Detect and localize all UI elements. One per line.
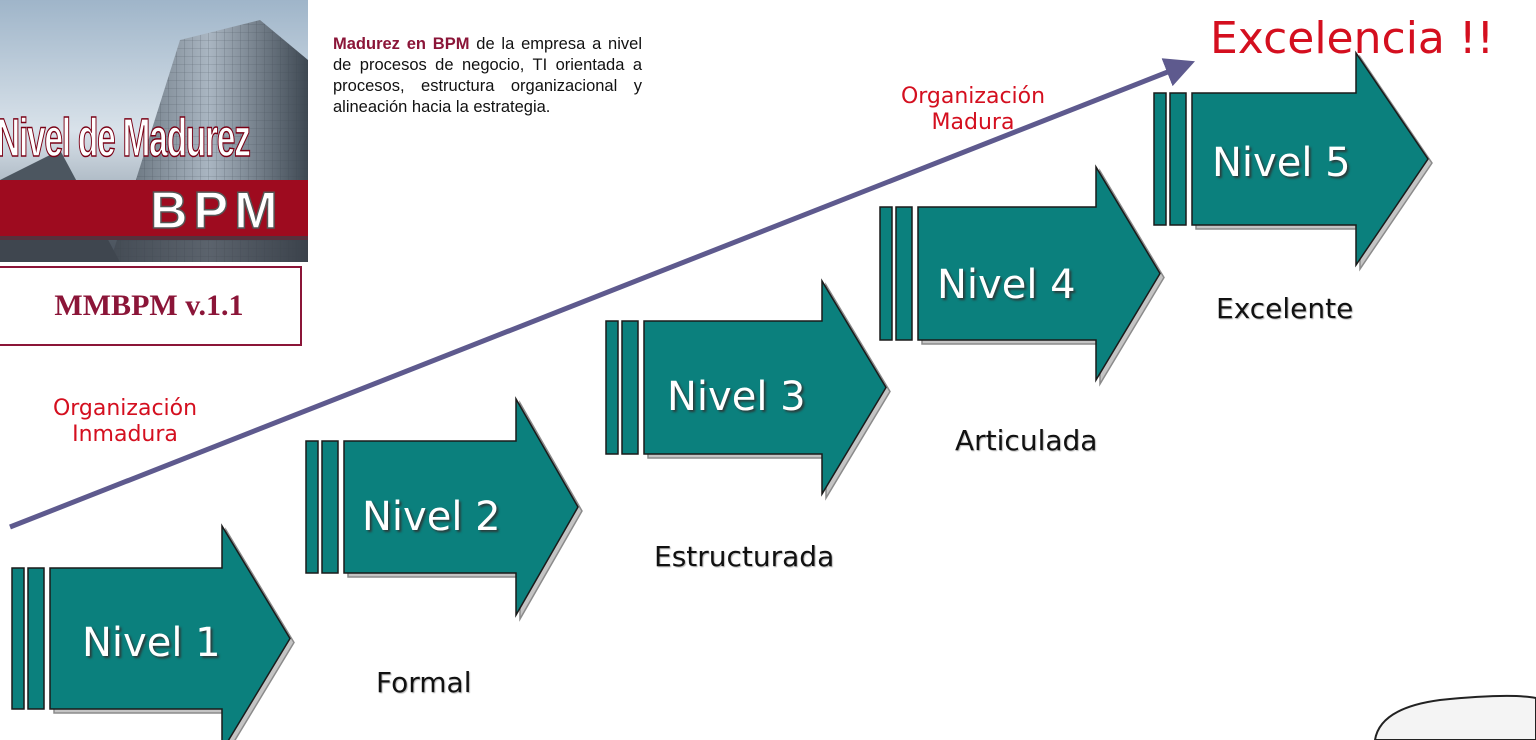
- level-3-arrow: [605, 278, 891, 501]
- level-5-arrow: [1153, 50, 1433, 272]
- level-3-tail-bar: [605, 320, 619, 455]
- intro-highlight: Madurez en BPM: [333, 35, 470, 53]
- level-4-label: Nivel 4: [937, 262, 1076, 308]
- intro-text: Madurez en BPM de la empresa a nivel de …: [333, 34, 642, 118]
- level-4-tail-bar: [895, 206, 913, 341]
- level-5-label: Nivel 5: [1212, 140, 1351, 186]
- mature-label: Organización Madura: [900, 84, 1046, 135]
- level-2-tail-bar: [321, 440, 339, 574]
- level-2-tail-bar: [305, 440, 319, 574]
- version-badge: MMBPM v.1.1: [0, 266, 302, 346]
- level-1-tail-bar: [11, 567, 25, 710]
- logo-title-line2: BPM: [149, 182, 284, 240]
- level-4-arrow: [879, 164, 1165, 387]
- level-1-tail-bar: [27, 567, 45, 710]
- level-4-tail-bar: [879, 206, 893, 341]
- level-3-label: Nivel 3: [667, 374, 806, 420]
- level-3-tail-bar: [621, 320, 639, 455]
- immature-label: Organización Inmadura: [52, 396, 198, 447]
- level-1-arrow: [11, 523, 295, 740]
- stage-formal: Formal: [376, 666, 472, 699]
- logo-title-line1: Nivel de Madurez: [0, 108, 251, 168]
- intro-rest: de la empresa a nivel de procesos de neg…: [333, 35, 642, 116]
- level-2-arrow: [305, 396, 583, 622]
- logo-image: [0, 0, 308, 262]
- stage-estructurada: Estructurada: [654, 540, 835, 573]
- stage-excelente: Excelente: [1216, 292, 1354, 325]
- level-1-label: Nivel 1: [82, 620, 221, 666]
- corner-shape: [1373, 694, 1536, 740]
- level-5-tail-bar: [1153, 92, 1167, 226]
- level-5-tail-bar: [1169, 92, 1187, 226]
- stage-articulada: Articulada: [955, 424, 1098, 457]
- trend-arrow: [9, 58, 1195, 530]
- excellence-label: Excelencia !!: [1210, 13, 1495, 64]
- level-2-label: Nivel 2: [362, 494, 501, 540]
